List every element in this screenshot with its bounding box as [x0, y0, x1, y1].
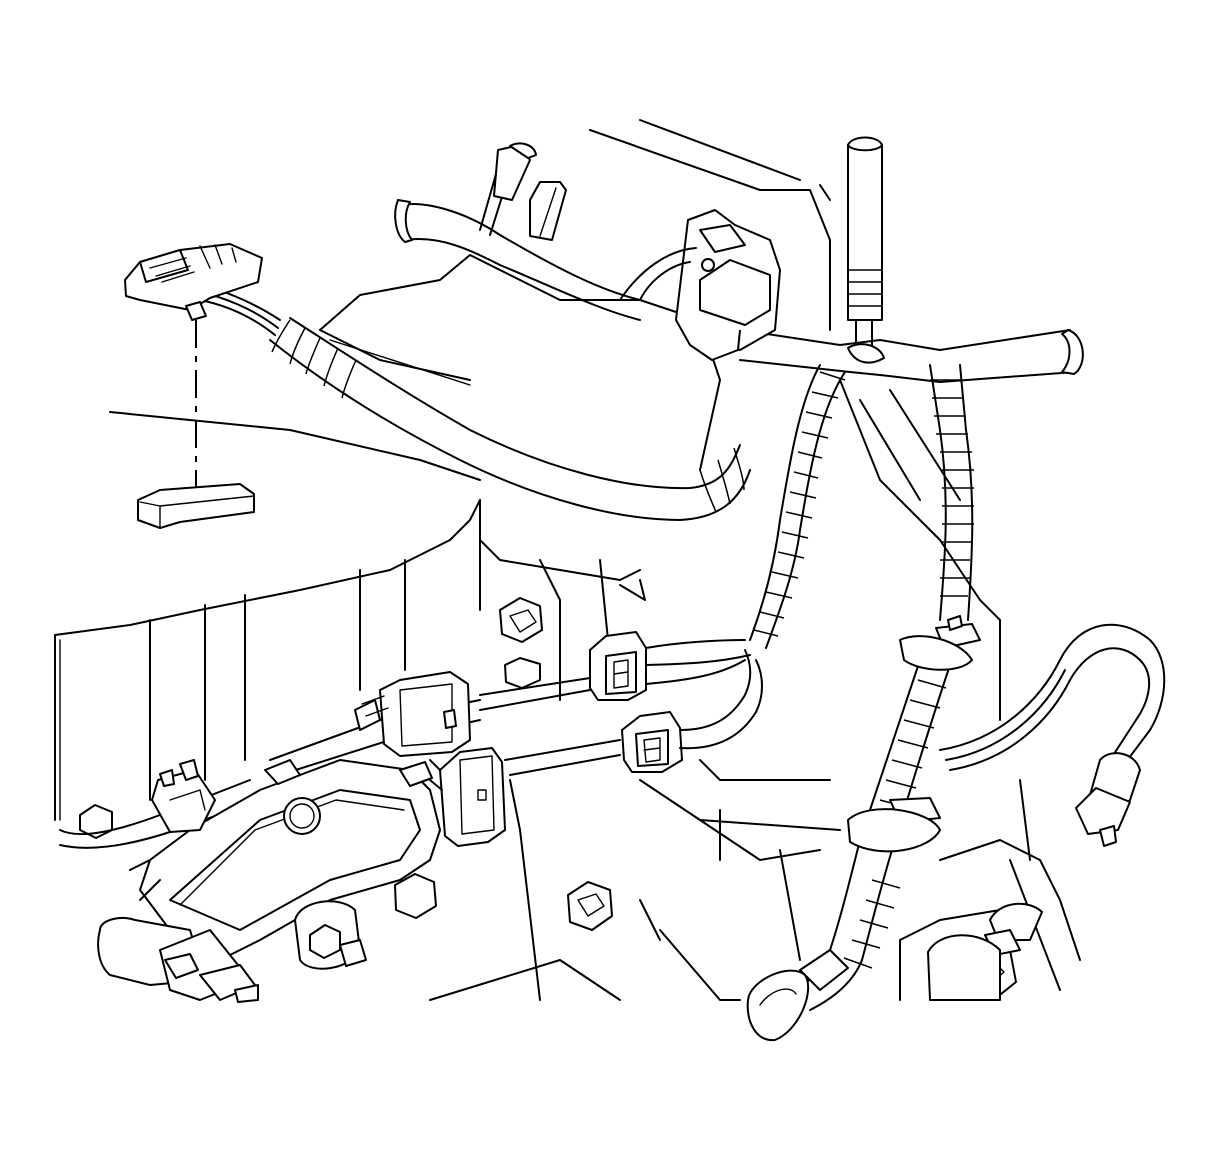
- inline-connector-upper: [479, 631, 751, 711]
- bolt-heads: [79, 597, 1017, 999]
- connector-mount-pad: [137, 483, 255, 529]
- sensor-connector-right: [746, 752, 1141, 1042]
- bolt-icon: [394, 873, 437, 919]
- inline-connector-lower: [504, 649, 763, 776]
- transmission-case: [54, 119, 1081, 1001]
- bolt-icon: [499, 597, 543, 643]
- range-switch: [97, 759, 441, 1003]
- bolt-icon: [504, 657, 541, 689]
- wiring-harness-branch: [749, 364, 1166, 1011]
- harness-connector: [124, 243, 263, 498]
- upper-bracket: [619, 209, 781, 361]
- lower-harness: [59, 671, 506, 849]
- bolt-icon: [567, 881, 613, 931]
- wiring-harness-main: [189, 136, 1084, 521]
